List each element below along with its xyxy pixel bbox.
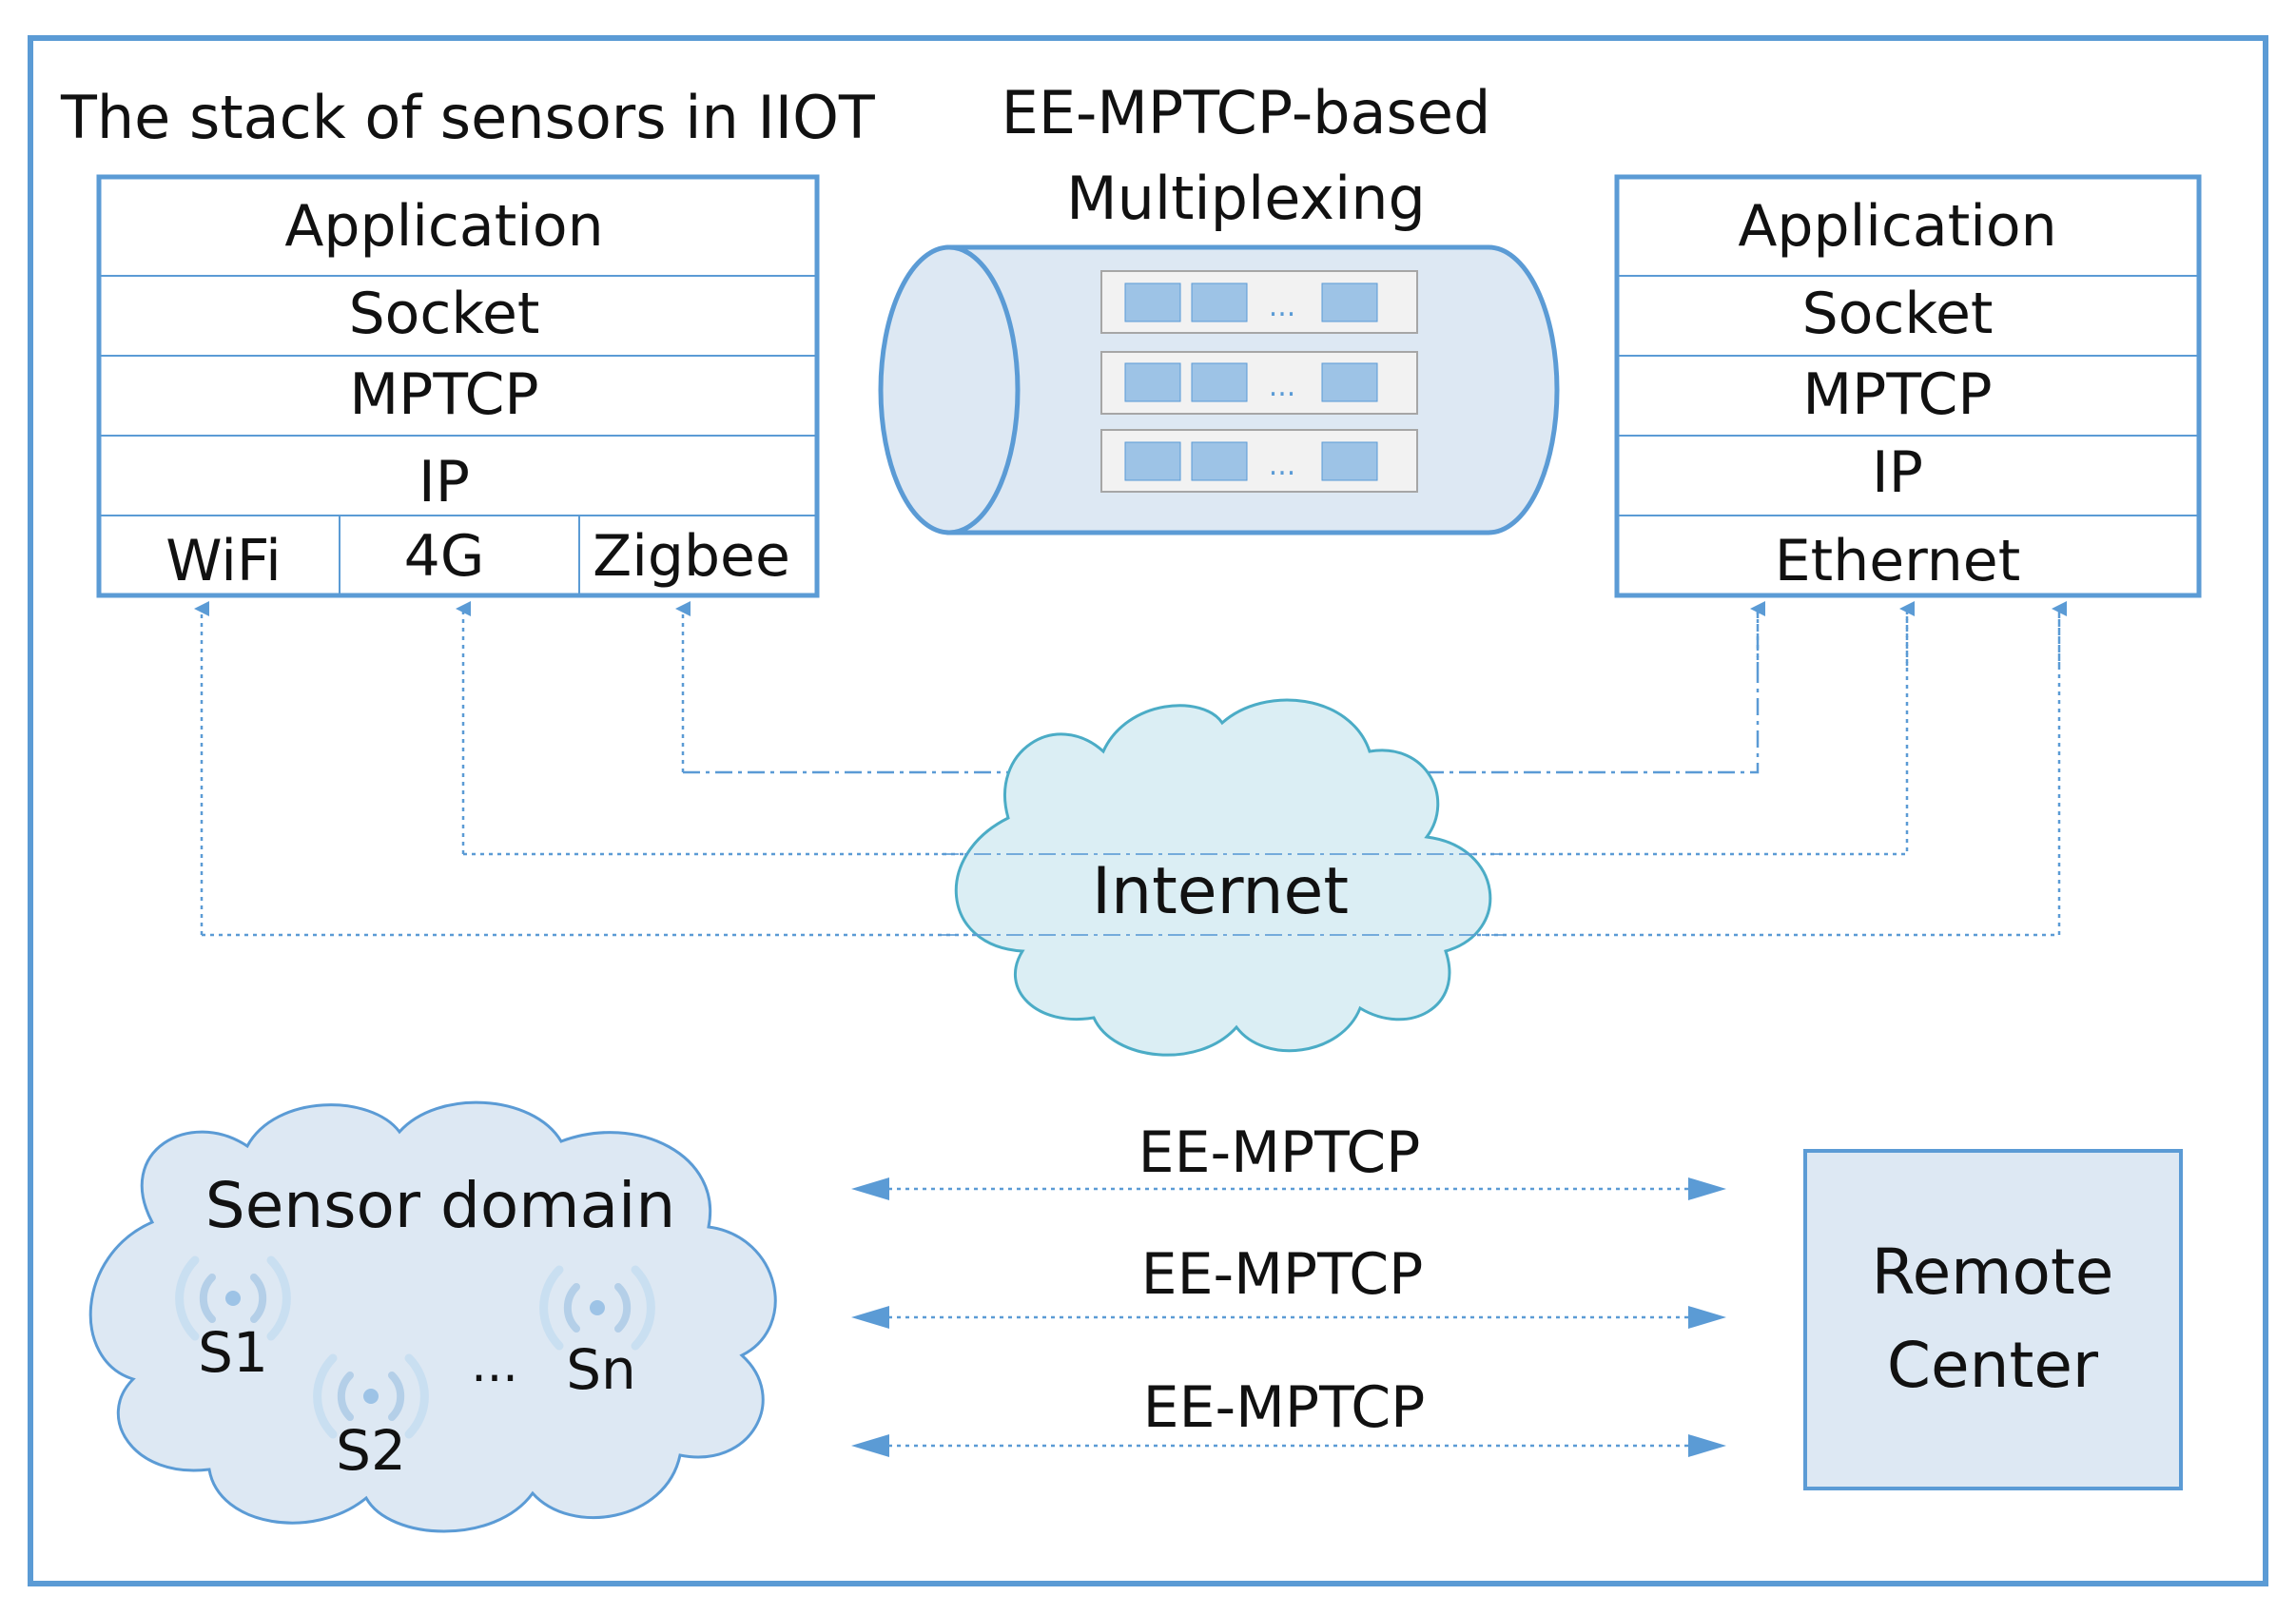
packet-row: ... (1100, 270, 1418, 334)
arrow-head-icon (1688, 1434, 1726, 1457)
wifi-path (194, 601, 2061, 937)
remote-center-label-line2: Center (1887, 1329, 2099, 1402)
internet-cloud: Internet (954, 698, 1492, 1057)
arrow-head-icon (851, 1177, 889, 1200)
wireless-signal-icon (313, 1353, 429, 1439)
left-layer-ip: IP (418, 449, 470, 516)
right-layer-ethernet: Ethernet (1775, 528, 2020, 594)
sensor-domain-cloud: Sensor domain S1 S2 ... (88, 1100, 777, 1533)
ee-mptcp-label: EE-MPTCP (1138, 1119, 1421, 1186)
sensor-s1: S1 (175, 1255, 291, 1385)
right-protocol-stack: Application Socket MPTCP IP Ethernet (1614, 174, 2202, 598)
packet (1191, 441, 1248, 481)
sensor-sn-label: Sn (566, 1337, 636, 1402)
ee-mptcp-link: EE-MPTCP (851, 1119, 1726, 1200)
pipe-end (878, 244, 1021, 535)
left-interface-wifi: WiFi (165, 528, 282, 594)
arrow-head-icon (1688, 1306, 1726, 1329)
packet-row: ... (1100, 429, 1418, 493)
left-stack-box (96, 174, 820, 598)
packet-ellipsis: ... (1269, 370, 1296, 403)
left-layer-mptcp: MPTCP (349, 361, 538, 428)
remote-center: Remote Center (1803, 1149, 2183, 1490)
right-layer-mptcp: MPTCP (1802, 361, 1992, 428)
multiplexing-pipe: ... ... ... (878, 244, 1560, 535)
left-interface-4g: 4G (404, 523, 485, 590)
remote-center-label-line1: Remote (1872, 1236, 2114, 1309)
left-protocol-stack: Application Socket MPTCP IP WiFi 4G Zigb… (96, 174, 820, 598)
sensor-domain-label: Sensor domain (205, 1169, 675, 1242)
packet-ellipsis: ... (1269, 290, 1296, 323)
sensor-sn: Sn (539, 1265, 655, 1402)
ee-mptcp-label: EE-MPTCP (1143, 1374, 1426, 1441)
internet-label: Internet (1092, 854, 1349, 929)
internet-cloud-shape (954, 698, 1492, 1057)
sensor-ellipsis: ... (471, 1336, 518, 1393)
ee-mptcp-label: EE-MPTCP (1141, 1241, 1424, 1308)
right-layer-application: Application (1738, 193, 2056, 260)
sensor-domain-cloud-shape (88, 1100, 777, 1533)
packet (1124, 362, 1181, 402)
multiplexing-title-line2: Multiplexing (1066, 164, 1426, 233)
arrow-head-icon (851, 1434, 889, 1457)
sensor-s2-label: S2 (336, 1418, 406, 1483)
multiplexing-title-line1: EE-MPTCP-based (1002, 78, 1491, 147)
wireless-signal-icon (175, 1255, 291, 1341)
left-interface-zigbee: Zigbee (593, 523, 790, 590)
left-layer-application: Application (284, 193, 603, 260)
packet (1321, 441, 1378, 481)
packet-ellipsis: ... (1269, 449, 1296, 482)
arrow-head-icon (851, 1306, 889, 1329)
packet (1321, 282, 1378, 322)
sensor-s1-label: S1 (198, 1320, 268, 1385)
outer-frame (28, 35, 2268, 1586)
packet-row: ... (1100, 351, 1418, 415)
right-layer-socket: Socket (1802, 281, 1994, 347)
left-layer-socket: Socket (349, 281, 540, 347)
sensor-s2: S2 (313, 1353, 429, 1483)
packet (1124, 441, 1181, 481)
right-layer-ip: IP (1872, 439, 1923, 506)
ee-mptcp-link: EE-MPTCP (851, 1374, 1726, 1457)
packet (1191, 282, 1248, 322)
ee-mptcp-link: EE-MPTCP (851, 1241, 1726, 1329)
wifi-connection-line (202, 606, 2061, 937)
left-stack-title: The stack of sensors in IIOT (60, 83, 876, 152)
wireless-signal-icon (539, 1265, 655, 1351)
packet (1124, 282, 1181, 322)
packet (1321, 362, 1378, 402)
arrow-head-icon (1688, 1177, 1726, 1200)
right-stack-box (1614, 174, 2202, 598)
remote-center-box (1803, 1149, 2183, 1490)
packet (1191, 362, 1248, 402)
